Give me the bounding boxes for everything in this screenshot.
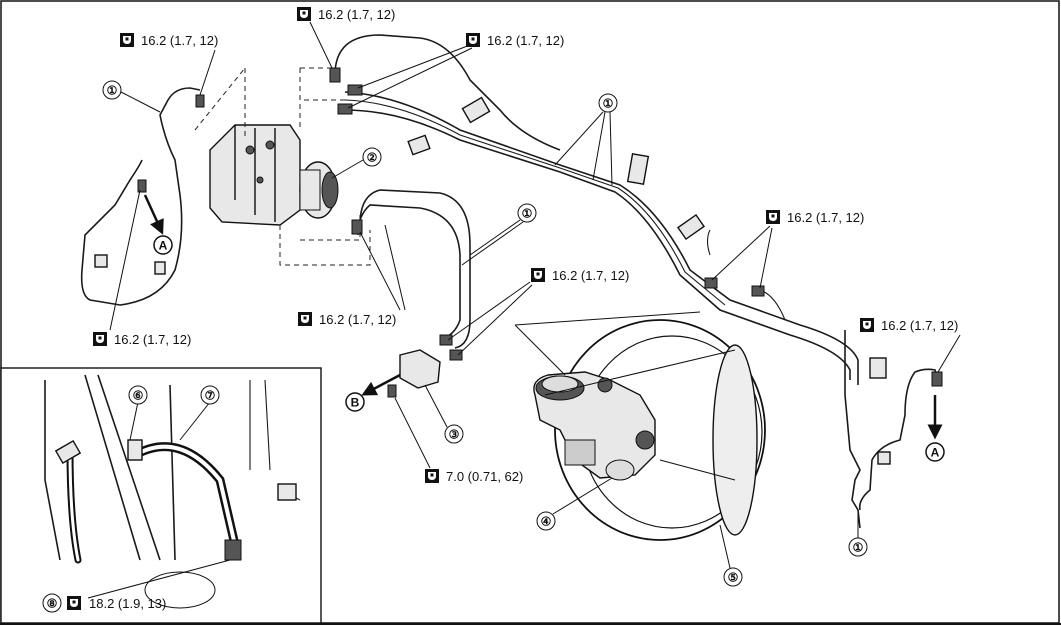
torque-label-top-center: 16.2 (1.7, 12) (297, 7, 395, 22)
torque-label-left-bottom: 16.2 (1.7, 12) (93, 332, 191, 347)
svg-text:16.2 (1.7, 12): 16.2 (1.7, 12) (319, 312, 396, 327)
brake-tubes (80, 34, 939, 529)
svg-text:16.2 (1.7, 12): 16.2 (1.7, 12) (318, 7, 395, 22)
flare-nut-fittings (137, 67, 943, 387)
svg-text:③: ③ (449, 428, 460, 442)
callout-1-d: ① (848, 537, 868, 557)
svg-text:A: A (931, 446, 940, 460)
arrow-icon (143, 194, 164, 235)
torque-label-right-upper: 16.2 (1.7, 12) (766, 210, 864, 225)
torque-wrench-icon (466, 33, 480, 47)
torque-wrench-icon (298, 312, 312, 326)
abs-actuator-unit (209, 124, 339, 226)
svg-text:16.2 (1.7, 12): 16.2 (1.7, 12) (787, 210, 864, 225)
master-cylinder (533, 371, 656, 481)
svg-text:16.2 (1.7, 12): 16.2 (1.7, 12) (881, 318, 958, 333)
callout-3: ③ (444, 424, 464, 444)
svg-text:16.2 (1.7, 12): 16.2 (1.7, 12) (141, 33, 218, 48)
inset-detail (0, 367, 322, 624)
torque-label-inset: 18.2 (1.9, 13) (67, 596, 166, 611)
svg-text:①: ① (522, 207, 533, 221)
callout-8: ⑧ (42, 593, 62, 613)
callout-B: B (345, 392, 365, 412)
svg-text:16.2 (1.7, 12): 16.2 (1.7, 12) (487, 33, 564, 48)
torque-wrench-icon (93, 332, 107, 346)
torque-label-far-right: 16.2 (1.7, 12) (860, 318, 958, 333)
svg-text:⑤: ⑤ (728, 571, 739, 585)
svg-text:①: ① (107, 84, 118, 98)
svg-text:B: B (351, 396, 360, 410)
torque-wrench-icon (860, 318, 874, 332)
svg-text:16.2 (1.7, 12): 16.2 (1.7, 12) (552, 268, 629, 283)
torque-wrench-icon (120, 33, 134, 47)
svg-text:⑥: ⑥ (133, 389, 144, 403)
torque-label-top-right: 16.2 (1.7, 12) (466, 33, 564, 48)
callout-6: ⑥ (128, 385, 148, 405)
svg-text:④: ④ (541, 515, 552, 529)
tube-clips (94, 96, 891, 465)
svg-text:①: ① (603, 97, 614, 111)
torque-label-bolt: 7.0 (0.71, 62) (425, 469, 523, 484)
callout-A-right: A (925, 442, 945, 462)
svg-text:⑦: ⑦ (205, 389, 216, 403)
arrow-icon (361, 373, 401, 396)
callout-1-c: ① (517, 203, 537, 223)
callout-1-b: ① (598, 93, 618, 113)
torque-label-mid-lower: 16.2 (1.7, 12) (298, 312, 396, 327)
three-way-connector (387, 349, 441, 398)
torque-label-top-left: 16.2 (1.7, 12) (120, 33, 218, 48)
callout-2: ② (362, 147, 382, 167)
callout-1-a: ① (102, 80, 122, 100)
svg-text:7.0 (0.71, 62): 7.0 (0.71, 62) (446, 469, 523, 484)
torque-wrench-icon (425, 469, 439, 483)
svg-text:⑧: ⑧ (47, 597, 58, 611)
callout-7: ⑦ (200, 385, 220, 405)
callout-A-left: A (153, 235, 173, 255)
torque-label-mid-right: 16.2 (1.7, 12) (531, 268, 629, 283)
torque-wrench-icon (766, 210, 780, 224)
svg-text:16.2 (1.7, 12): 16.2 (1.7, 12) (114, 332, 191, 347)
torque-wrench-icon (67, 596, 81, 610)
brake-booster (554, 319, 766, 541)
svg-text:②: ② (367, 151, 378, 165)
torque-wrench-icon (297, 7, 311, 21)
torque-wrench-icon (531, 268, 545, 282)
callout-5: ⑤ (723, 567, 743, 587)
callout-4: ④ (536, 511, 556, 531)
svg-text:①: ① (853, 541, 864, 555)
svg-text:18.2 (1.9, 13): 18.2 (1.9, 13) (89, 596, 166, 611)
svg-text:A: A (159, 239, 168, 253)
